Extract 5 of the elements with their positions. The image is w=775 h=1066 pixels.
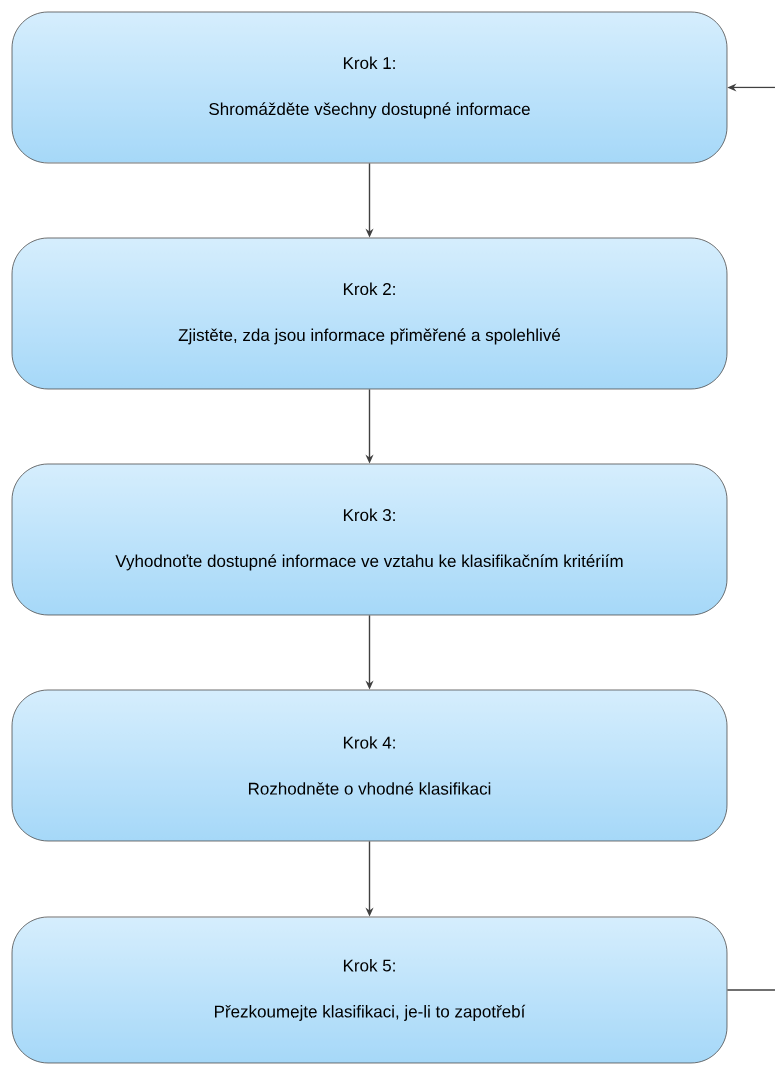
- step-box: Krok 5: Přezkoumejte klasifikaci, je-li to zapotřebí: [11, 916, 728, 1064]
- step-box: Krok 4: Rozhodněte o vhodné klasifikaci: [11, 689, 728, 842]
- step-box: Krok 2: Zjistěte, zda jsou informace přiměřené a spolehlivé: [11, 237, 728, 390]
- step-box: Krok 3: Vyhodnoťte dostupné informace ve vztahu ke klasifikačním kritériím: [11, 463, 728, 616]
- step-box: Krok 1: Shromážděte všechny dostupné informace: [11, 11, 728, 164]
